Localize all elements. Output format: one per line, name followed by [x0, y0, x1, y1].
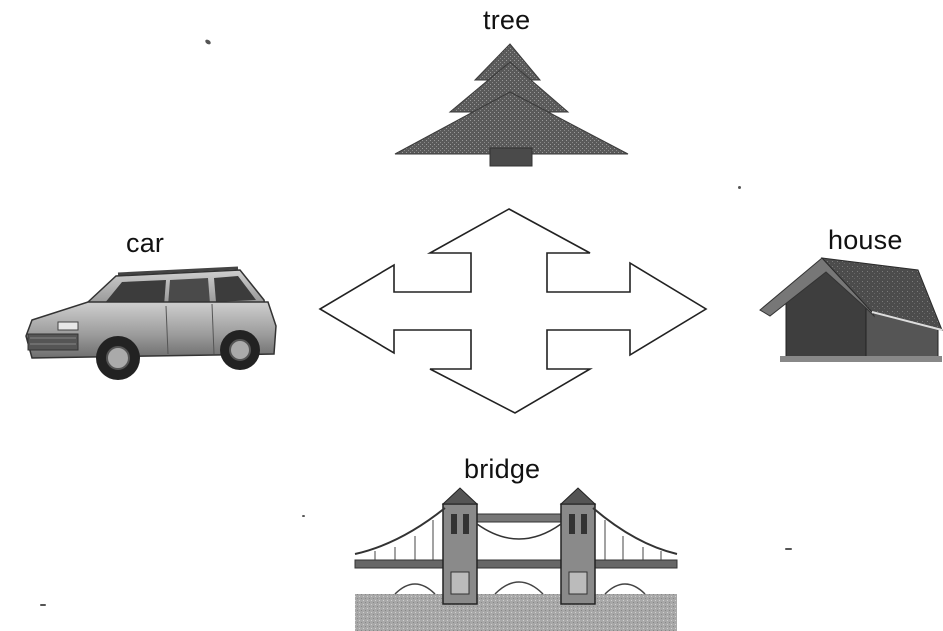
house-label: house	[828, 225, 903, 255]
tree-label: tree	[483, 5, 531, 35]
scan-speck	[204, 38, 212, 46]
bridge-label: bridge	[464, 454, 541, 484]
scan-speck	[40, 604, 46, 606]
scan-speck	[785, 548, 792, 550]
bridge-icon	[354, 487, 678, 631]
car-rear-wheel	[220, 330, 260, 370]
tree-trunk	[489, 147, 533, 167]
house-icon	[759, 257, 943, 362]
scan-speck	[738, 186, 741, 189]
tree-icon	[394, 43, 629, 167]
four-way-arrow	[318, 208, 708, 414]
scan-speck	[302, 515, 305, 517]
tree-foliage	[394, 43, 629, 155]
bridge-left-tower	[441, 487, 479, 605]
car-icon	[25, 266, 277, 380]
arrow-outline	[318, 208, 708, 414]
car-label: car	[126, 228, 165, 258]
bridge-right-tower	[559, 487, 597, 605]
car-front-wheel	[96, 336, 140, 380]
